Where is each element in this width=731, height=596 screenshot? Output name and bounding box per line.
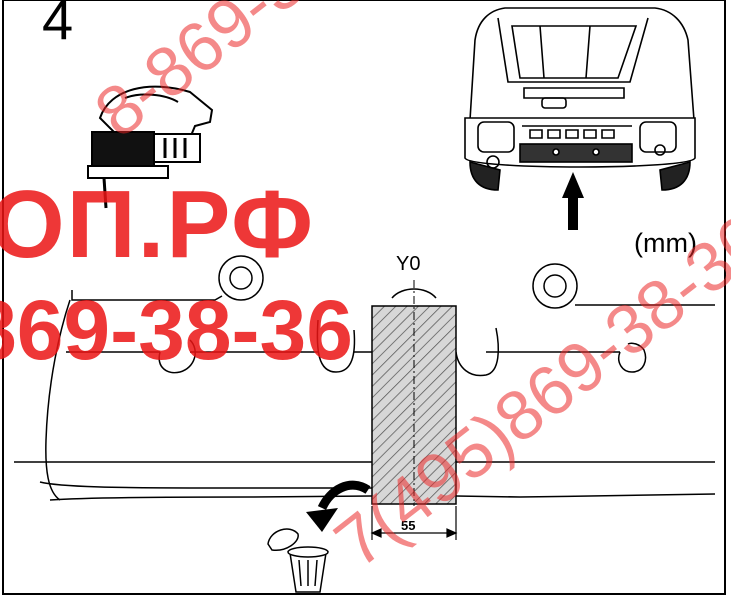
watermark-phone: 869-38-36 (0, 283, 353, 377)
curved-arrow-icon (306, 480, 371, 532)
car-rear-icon (464, 7, 696, 191)
bumper-outline (14, 290, 716, 501)
arrow-up-icon (562, 172, 584, 230)
y0-arc (391, 288, 437, 299)
jigsaw-icon (87, 85, 214, 209)
cut-width-label: 55 (401, 518, 416, 533)
dimension-line (370, 506, 458, 540)
watermark-main: ОП.РФ (0, 171, 316, 278)
step-number: 4 (42, 0, 74, 51)
trash-bin-icon (267, 528, 329, 593)
reference-holes (218, 255, 578, 309)
unit-label: (mm) (634, 228, 697, 258)
y0-label: Y0 (396, 253, 421, 275)
